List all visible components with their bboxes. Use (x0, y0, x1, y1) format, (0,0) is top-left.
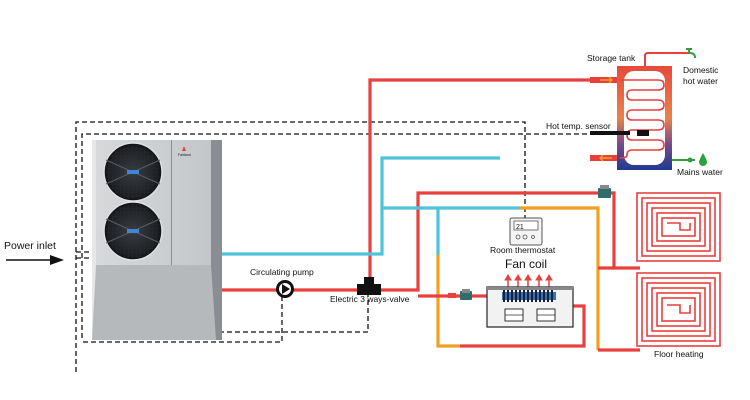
fancoil-zone-valve-icon[interactable] (448, 289, 472, 300)
hot-temp-sensor-label: Hot temp. sensor (546, 121, 611, 131)
pipework (218, 78, 640, 352)
pump-wire (82, 296, 283, 343)
outer-control-wire (75, 121, 526, 372)
signal-wiring (75, 121, 620, 372)
domestic-hot-water-pipe (644, 52, 690, 66)
fan-coil-unit (486, 286, 574, 328)
tank-inlet-arrow (600, 76, 613, 84)
tank-heating-coil (619, 79, 665, 159)
return-branch-pipe-2 (520, 206, 600, 350)
brand-text: Fairland (178, 153, 191, 157)
power-wire (76, 251, 95, 259)
brand-logo: Fairland (178, 146, 191, 157)
room-thermostat-label: Room thermostat (490, 245, 556, 255)
domestic-hot-water-label-2: hot water (683, 76, 718, 86)
floor-heating-loop-top (636, 192, 721, 262)
return-pipe (218, 156, 500, 256)
fan-bottom (103, 201, 163, 261)
tank-supply-pipe (368, 78, 615, 290)
storage-tank (617, 66, 672, 170)
tank-outlet-arrow (599, 154, 612, 162)
fan-top (103, 142, 163, 202)
floor-supply-pipe (604, 191, 640, 270)
floor-heating-loop-bottom (636, 272, 721, 347)
room-thermostat-icon[interactable]: 21 (509, 217, 543, 246)
fan-coil-fins (502, 290, 556, 302)
heat-pump-unit: Fairland (92, 140, 222, 340)
heating-supply-pipe (378, 191, 604, 292)
mains-water-label: Mains water (677, 167, 723, 177)
floor-zone-valve-icon[interactable] (598, 185, 611, 198)
three-way-valve-label: Electric 3 ways-valve (330, 294, 410, 304)
valve-wire (220, 292, 369, 333)
power-inlet-arrow (6, 255, 64, 265)
power-inlet-label: Power inlet (4, 240, 56, 252)
inner-sensor-wire (81, 133, 620, 338)
circulating-pump-label: Circulating pump (250, 267, 314, 277)
tap-icon (686, 48, 696, 59)
floor-heating-label: Floor heating (654, 349, 704, 359)
hot-temp-sensor-icon (590, 130, 649, 136)
mains-valve-icon (687, 157, 693, 163)
circulating-pump-icon[interactable] (276, 280, 294, 298)
heat-arrows (504, 274, 553, 287)
thermostat-display: 21 (516, 224, 524, 231)
three-way-valve-icon[interactable] (357, 277, 381, 295)
floor-return-pipe (598, 266, 640, 352)
domestic-hot-water-label-1: Domestic (683, 65, 719, 75)
fancoil-return-vertical-2 (436, 255, 460, 348)
water-drop-icon (699, 153, 707, 166)
fan-coil-label: Fan coil (505, 257, 547, 271)
storage-tank-label: Storage tank (587, 53, 636, 63)
